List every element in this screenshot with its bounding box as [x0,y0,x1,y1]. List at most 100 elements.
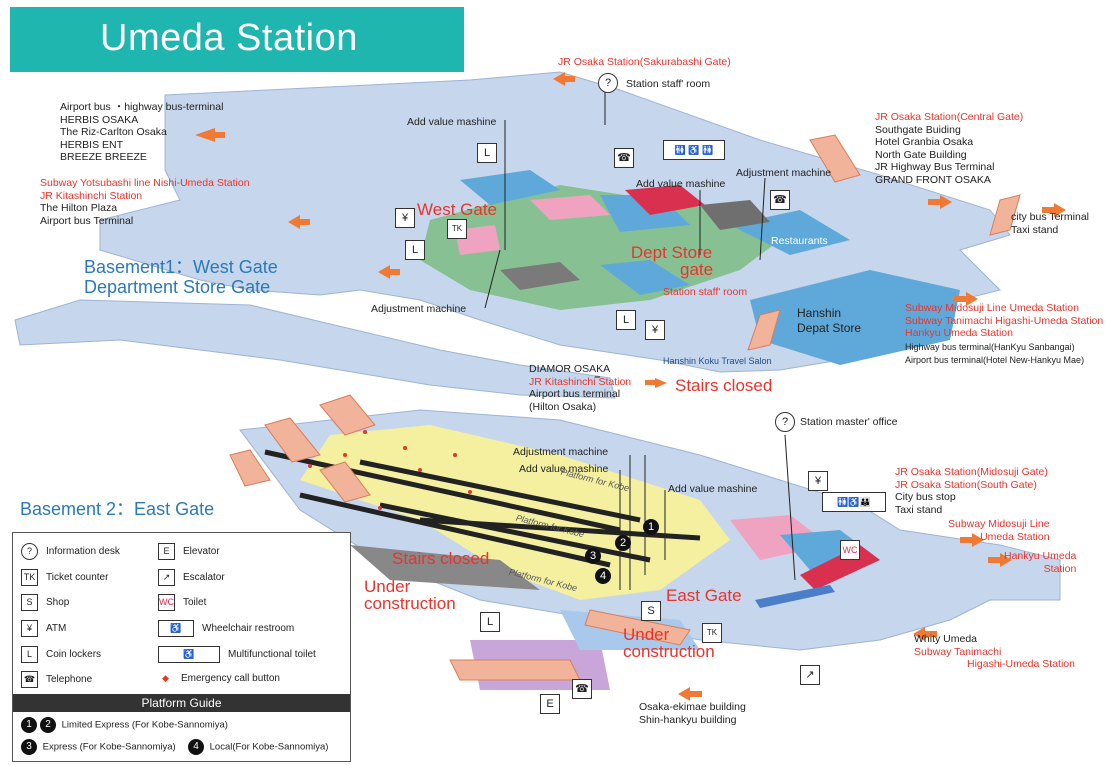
conn-line: Hankyu Umeda [1004,550,1077,562]
legend-information-desk: ? Information desk [21,543,120,560]
add-value-machine-label: Add value mashine [519,463,609,475]
conn-line: JR Osaka Station(Central Gate) [875,111,1024,123]
dept-store-gate-label: Dept Store gate [630,244,713,278]
telephone-icon: ☎ [572,679,592,699]
adjustment-machine-label: Adjustment machine [736,167,832,179]
restaurants-label: Restaurants [771,235,828,247]
page-title: Umeda Station [100,17,358,59]
hanshin-dept-store-label: Hanshin Depat Store [797,306,861,336]
conn-line: city bus Terminal [1011,211,1090,223]
platform-guide-label: Limited Express (For Kobe-Sannomiya) [61,719,228,731]
level-label-b1-line2: Department Store Gate [84,277,271,297]
emergency-call-icon: ◆ [162,673,169,683]
adjustment-machine-label: Adjustment machine [371,303,467,315]
elevator-icon: E [540,694,560,714]
grey-block [500,262,580,290]
whity-connections: Whity Umeda Subway Tanimachi Higashi-Ume… [914,633,1075,671]
city-bus-connections: city bus Terminal Taxi stand [1011,211,1089,236]
level-label-b1: Basement1：West Gate Department Store Gat… [84,257,278,297]
conn-line: Hotel Granbia Osaka [875,136,974,148]
under-construction-left: Under construction [364,578,456,612]
legend-label: Coin lockers [46,649,102,661]
elevator-icon: E [158,543,175,560]
grey-block [700,200,770,230]
midosuji-line-connection: Subway Midosuji Line Umeda Station [948,518,1050,543]
platform-1-marker: 1 [643,519,659,535]
legend-label: ATM [46,623,67,635]
under-construction-left-2: construction [364,594,456,613]
legend-label: Shop [46,597,70,609]
under-construction-right: Under construction [623,626,715,660]
under-construction-right-1: Under [623,625,670,644]
conn-line: The Riz-Carlton Osaka [60,126,167,138]
legend-label: Emergency call button [181,673,280,685]
shop-block [600,260,690,295]
conn-line: DIAMOR OSAKA [529,363,611,375]
conn-line: GRAND FRONT OSAKA [875,173,991,186]
legend-label: Telephone [46,674,93,686]
legend-wheelchair-restroom: ♿ Wheelchair restroom [158,620,294,637]
legend-emergency-call: ◆ Emergency call button [158,671,280,686]
conn-line: Subway Yotsubashi line Nishi-Umeda Stati… [40,177,250,189]
conn-line: Airport bus terminal [529,388,621,400]
conn-line: Subway Tanimachi Higashi-Umeda Station [905,314,1104,327]
exit-arrows [195,72,1066,701]
escalator-icon: ↗ [158,569,175,586]
shop-icon: S [21,594,38,611]
coin-locker-icon: L [21,646,38,663]
title-banner: Umeda Station [10,7,464,72]
legend-label: Wheelchair restroom [202,623,295,635]
conn-line: JR Kitashinchi Station [529,375,632,388]
highway-bus-connections: Highway bus terminal(HanKyu Sanbangai) A… [905,341,1084,366]
coin-locker-icon: L [405,240,425,260]
under-construction-left-1: Under [364,577,411,596]
station-staff-room-red-label: Station staff' room [663,286,748,298]
level-label-b2: Basement 2：East Gate [20,499,215,519]
add-value-machine-label: Add value mashine [668,483,758,495]
legend-shop: S Shop [21,594,69,611]
legend-escalator: ↗ Escalator [158,569,225,586]
east-red [800,545,880,590]
legend-elevator: E Elevator [158,543,220,560]
add-value-machine-label: Add value mashine [636,178,726,190]
ticket-counter-icon: TK [447,219,467,239]
platform-number: 2 [40,717,56,733]
conn-line: HERBIS ENT [60,138,124,151]
legend-label: Elevator [183,546,220,558]
legend-label: Ticket counter [46,572,109,584]
wheelchair-icon: ♿ [158,620,194,637]
hanshin-block [750,270,960,365]
information-icon: ? [21,543,38,560]
conn-line: Taxi stand [895,503,943,516]
station-staff-room-label: Station staff' room [626,78,711,90]
atm-icon: ¥ [21,620,38,637]
legend-label: Toilet [183,597,207,609]
conn-line: Airport bus Terminal [40,214,134,227]
conn-line: Hankyu Umeda Station [905,327,1013,339]
legend-label: Escalator [183,572,225,584]
dept-store-gate-line1: Dept Store [630,243,713,262]
level-label-b1-line1: Basement1：West Gate [84,257,278,277]
conn-line: Subway Tanimachi [914,645,1002,658]
stairs-closed-upper: Stairs closed [675,376,773,395]
red-block [625,185,705,215]
atm-icon: ¥ [645,320,665,340]
escalator [755,585,835,608]
telephone-icon: ☎ [21,671,38,688]
atm-icon: ¥ [808,471,828,491]
ticket-counter-icon: TK [702,623,722,643]
legend-label: Information desk [46,546,120,558]
conn-line: Station [1043,562,1077,575]
conn-line: Airport bus ・highway bus-terminal [60,101,224,113]
station-master-office-label: Station master' office [800,416,898,428]
multifunctional-toilet-icon: 🚻♿👪 [822,492,886,512]
conn-line: Subway Midosuji Line [948,518,1050,530]
conn-line: The Hilton Plaza [40,202,118,214]
sakurabashi-gate-label: JR Osaka Station(Sakurabashi Gate) [558,56,731,68]
platform-guide-express: 3 Express (For Kobe-Sannomiya) [21,739,176,755]
platform-3-marker: 3 [585,548,601,564]
platform-number: 1 [21,717,37,733]
